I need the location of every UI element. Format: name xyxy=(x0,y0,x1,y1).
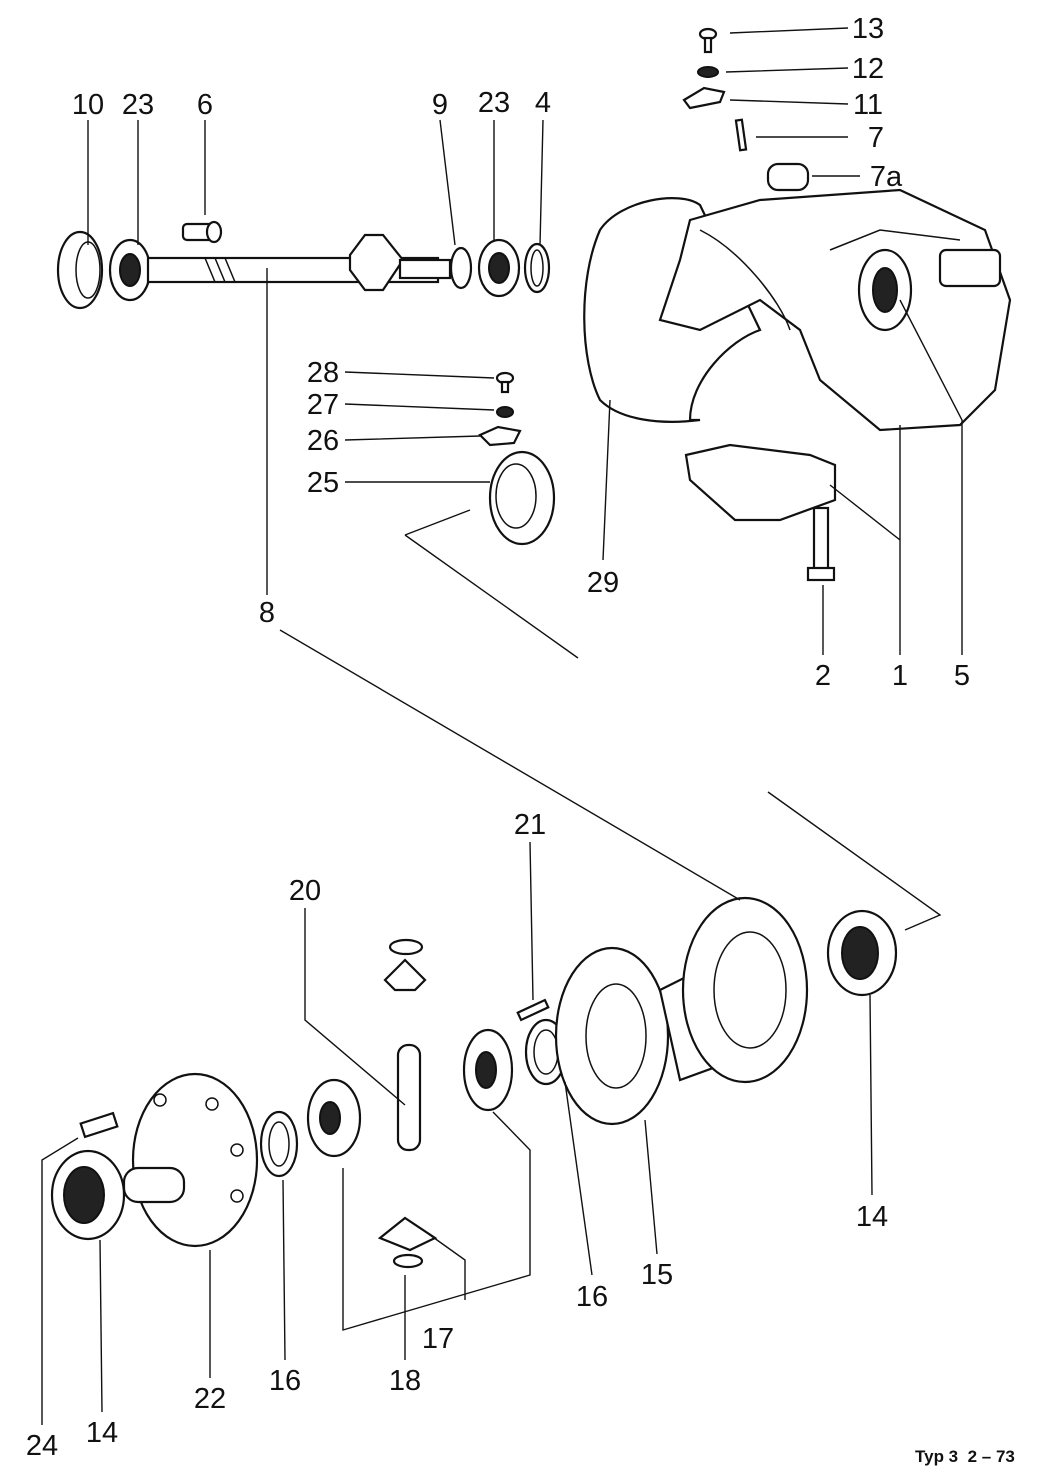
callout-25: 25 xyxy=(307,467,339,499)
callout-23-right: 23 xyxy=(478,87,510,119)
part-13-bolt xyxy=(698,27,718,54)
part-14-bearing-left xyxy=(50,1149,126,1241)
part-26-lock-plate xyxy=(478,425,522,447)
part-4-ring xyxy=(523,242,551,294)
callout-11: 11 xyxy=(853,89,883,121)
part-27-washer xyxy=(496,406,514,418)
part-16-thrust-washer-left xyxy=(259,1110,299,1178)
part-21-pin xyxy=(516,998,550,1022)
part-12-washer xyxy=(697,66,719,78)
part-25-adjusting-ring xyxy=(488,450,556,546)
callout-21: 21 xyxy=(514,809,546,841)
part-11-lock-plate xyxy=(682,86,726,110)
part-23-bearing-left xyxy=(108,238,152,302)
callout-6: 6 xyxy=(197,89,213,121)
pinion-shaft-assembly xyxy=(56,220,551,310)
part-17-side-gear-left xyxy=(306,1078,362,1158)
callout-7: 7 xyxy=(868,122,884,154)
callout-28: 28 xyxy=(307,357,339,389)
callout-8: 8 xyxy=(259,597,275,629)
callout-26: 26 xyxy=(307,425,339,457)
callout-29: 29 xyxy=(587,567,619,599)
part-6-small-gear xyxy=(181,220,223,244)
callout-14-right: 14 xyxy=(856,1201,888,1233)
part-18-thrust-washer-bottom xyxy=(392,1253,424,1269)
part-24-bolt xyxy=(79,1111,119,1139)
part-9-shim xyxy=(449,246,473,290)
part-1-transmission-housing xyxy=(658,188,1012,582)
callout-9: 9 xyxy=(432,89,448,121)
callout-24: 24 xyxy=(26,1430,58,1462)
part-7a-sleeve xyxy=(766,162,810,192)
callout-labels: 13 12 11 7 7a 10 23 6 9 23 4 28 27 26 25… xyxy=(26,13,970,1462)
part-22-differential-cover xyxy=(122,1072,259,1248)
callout-10: 10 xyxy=(72,89,104,121)
part-28-bolt xyxy=(495,371,515,394)
callout-17: 17 xyxy=(422,1323,454,1355)
part-17-differential-pinion-bottom xyxy=(377,1216,438,1252)
callout-7a: 7a xyxy=(870,161,903,193)
callout-4: 4 xyxy=(535,87,551,119)
part-8-pinion-shaft xyxy=(146,233,452,292)
callout-18: 18 xyxy=(389,1365,421,1397)
callout-15: 15 xyxy=(641,1259,673,1291)
callout-16-left: 16 xyxy=(269,1365,301,1397)
leader-lines xyxy=(41,27,963,1425)
callout-20: 20 xyxy=(289,875,321,907)
callout-1: 1 xyxy=(892,660,908,692)
callout-27: 27 xyxy=(307,389,339,421)
callout-12: 12 xyxy=(852,53,884,85)
part-18-thrust-washer-top xyxy=(388,938,424,956)
part-7-pin xyxy=(734,118,748,152)
part-17-differential-pinion-top xyxy=(383,958,427,992)
drawing-reference: Typ 3 2 – 73 xyxy=(915,1447,1015,1466)
part-crown-wheel xyxy=(681,896,809,1084)
callout-2: 2 xyxy=(815,660,831,692)
part-14-bearing-right xyxy=(826,909,898,997)
callout-5: 5 xyxy=(954,660,970,692)
callout-14-left: 14 xyxy=(86,1417,118,1449)
callout-23-left: 23 xyxy=(122,89,154,121)
part-23-bearing-right xyxy=(477,238,521,298)
callout-16-right: 16 xyxy=(576,1281,608,1313)
callout-13: 13 xyxy=(852,13,884,45)
part-17-side-gear-right xyxy=(462,1028,514,1112)
part-20-pinion-shaft xyxy=(396,1043,422,1152)
callout-22: 22 xyxy=(194,1383,226,1415)
part-10-bearing-gear xyxy=(56,230,104,310)
